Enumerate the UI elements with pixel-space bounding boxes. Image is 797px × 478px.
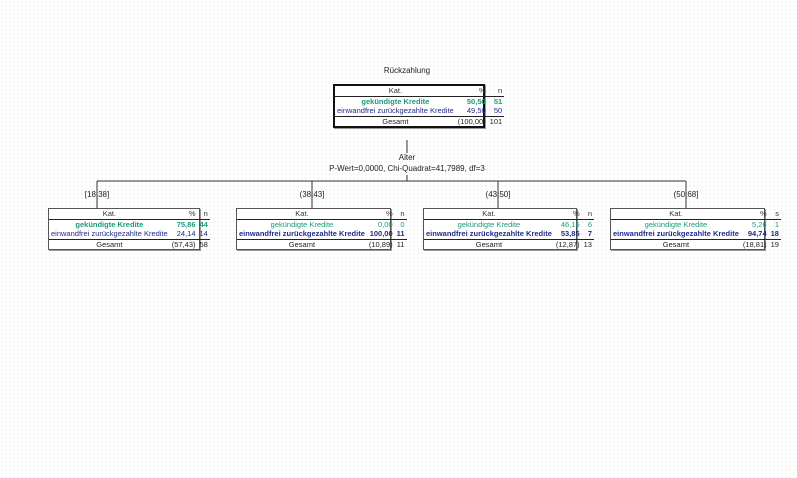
branch-label-4: (50;68] [673,190,699,199]
header-cat: Kat. [611,209,741,220]
row-pct: 24,14 [176,229,196,238]
row-n: 18 [770,229,779,238]
total-pct: (10,89) [366,238,395,249]
row-pct: 50,50 [466,96,486,106]
row-n: 11 [396,229,405,238]
row-n: 1 [774,219,779,229]
row-pct: 49,50 [466,106,486,115]
header-pct: % [169,209,198,220]
total-pct: (12,87) [553,238,582,249]
row-cat: einwandfrei zurückgezahlte Kredite [613,229,739,238]
total-label: Gesamt [49,238,170,249]
total-n: 58 [197,238,210,249]
child-node-4[interactable]: Kat. % s gekündigte Kredite 5,26 1 einwa… [610,208,781,250]
row-n: 14 [199,229,208,238]
row-cat: einwandfrei zurückgezahlte Kredite [337,106,454,115]
header-cat: Kat. [237,209,367,220]
total-pct: (57,43) [169,238,198,249]
header-cat: Kat. [424,209,554,220]
row-pct: 46,15 [560,219,580,229]
total-label: Gesamt [335,115,456,126]
header-n: n [394,209,407,220]
row-cat: gekündigte Kredite [270,219,334,229]
row-cat: gekündigte Kredite [644,219,708,229]
row-cat: gekündigte Kredite [457,219,521,229]
row-n: 6 [587,219,592,229]
row-n: 51 [493,96,503,106]
header-cat: Kat. [49,209,170,220]
row-pct: 100,00 [369,229,393,238]
root-node[interactable]: Kat. % n gekündigte Kredite 50,50 51 ein… [333,84,505,128]
header-pct: % [553,209,582,220]
row-cat: gekündigte Kredite [361,96,430,106]
total-n: 19 [768,238,781,249]
row-n: 50 [493,106,503,115]
total-pct: (100,00) [455,115,488,126]
row-pct: 0,00 [378,219,393,229]
total-pct: (18,81) [740,238,769,249]
row-cat: einwandfrei zurückgezahlte Kredite [51,229,168,238]
row-pct: 53,85 [560,229,580,238]
child-node-1[interactable]: Kat. % n gekündigte Kredite 75,86 44 ein… [48,208,210,250]
tree-title: Rückzahlung [383,66,431,75]
branch-label-2: (38;43] [299,190,325,199]
header-pct: % [455,86,488,97]
header-n: n [197,209,210,220]
total-label: Gesamt [611,238,741,249]
branch-label-1: [18;38] [84,190,110,199]
row-n: 0 [400,219,405,229]
header-n: n [581,209,594,220]
row-pct: 94,74 [747,229,767,238]
child-node-2[interactable]: Kat. % n gekündigte Kredite 0,00 0 einwa… [236,208,407,250]
row-n: 44 [199,219,208,229]
header-n: s [768,209,781,220]
child-node-3[interactable]: Kat. % n gekündigte Kredite 46,15 6 einw… [423,208,594,250]
row-pct: 5,26 [752,219,767,229]
header-pct: % [740,209,769,220]
row-n: 7 [587,229,592,238]
split-variable: Alter [398,153,416,162]
header-pct: % [366,209,395,220]
total-n: 101 [487,115,505,126]
total-label: Gesamt [424,238,554,249]
branch-label-3: (43;50] [485,190,511,199]
row-cat: einwandfrei zurückgezahlte Kredite [239,229,365,238]
row-pct: 75,86 [176,219,196,229]
total-n: 13 [581,238,594,249]
header-cat: Kat. [335,86,456,97]
total-n: 11 [394,238,407,249]
row-cat: gekündigte Kredite [75,219,144,229]
split-stats: P-Wert=0,0000, Chi-Quadrat=41,7989, df=3 [329,164,485,173]
row-cat: einwandfrei zurückgezahlte Kredite [426,229,552,238]
total-label: Gesamt [237,238,367,249]
header-n: n [487,86,505,97]
